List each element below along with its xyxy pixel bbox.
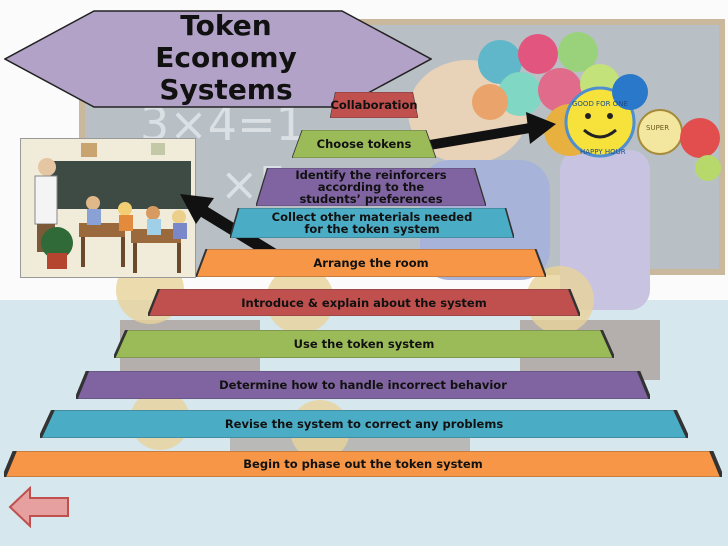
tokens-image: GOOD FOR ONE HAPPY HOUR SUPER: [460, 32, 728, 182]
back-button[interactable]: [8, 485, 70, 529]
token-badge-text-2: HAPPY HOUR: [580, 148, 626, 156]
step-label: Identify the reinforcers according to th…: [295, 168, 447, 206]
step-shape: [292, 130, 436, 158]
token-badge-text-3: SUPER: [646, 124, 669, 132]
title-line-3: Systems: [159, 73, 293, 106]
step-label: Introduce & explain about the system: [241, 295, 487, 310]
step-label: Collaboration: [330, 98, 418, 112]
step-collect-materials: Collect other materials needed for the t…: [230, 208, 514, 238]
step-shape: [4, 451, 722, 477]
step-arrange-room: Arrange the room: [196, 249, 546, 277]
title-hexagon: Token Economy Systems: [3, 10, 433, 108]
step-use-system: Use the token system: [114, 330, 614, 358]
classroom-photo: [20, 138, 196, 278]
title-line-2: Economy: [155, 41, 297, 74]
step-shape: [256, 168, 486, 206]
step-identify-reinforcers: Identify the reinforcers according to th…: [256, 168, 486, 206]
step-label: Arrange the room: [313, 256, 429, 270]
step-introduce-explain: Introduce & explain about the system: [148, 289, 580, 316]
step-label: Collect other materials needed for the t…: [271, 210, 473, 236]
step-label: Revise the system to correct any problem…: [224, 417, 504, 431]
step-incorrect-behavior: Determine how to handle incorrect behavi…: [76, 371, 650, 399]
step-choose-tokens: Choose tokens: [292, 130, 436, 158]
step-label: Use the token system: [293, 337, 435, 351]
step-shape: [114, 330, 614, 358]
step-revise-system: Revise the system to correct any problem…: [40, 410, 688, 438]
title-line-1: Token: [180, 9, 272, 42]
step-label: Begin to phase out the token system: [243, 457, 483, 471]
step-shape: [148, 289, 580, 316]
step-shape: [330, 92, 418, 118]
step-label: Choose tokens: [316, 137, 412, 151]
left-arrow-icon: [8, 485, 69, 529]
step-shape: [40, 410, 688, 438]
step-label: Determine how to handle incorrect behavi…: [219, 378, 507, 392]
token-badge-text-1: GOOD FOR ONE: [572, 100, 628, 108]
step-phase-out: Begin to phase out the token system: [4, 451, 722, 477]
page-title: Token Economy Systems: [146, 10, 306, 106]
step-collaboration: Collaboration: [330, 92, 418, 118]
step-shape: [76, 371, 650, 399]
